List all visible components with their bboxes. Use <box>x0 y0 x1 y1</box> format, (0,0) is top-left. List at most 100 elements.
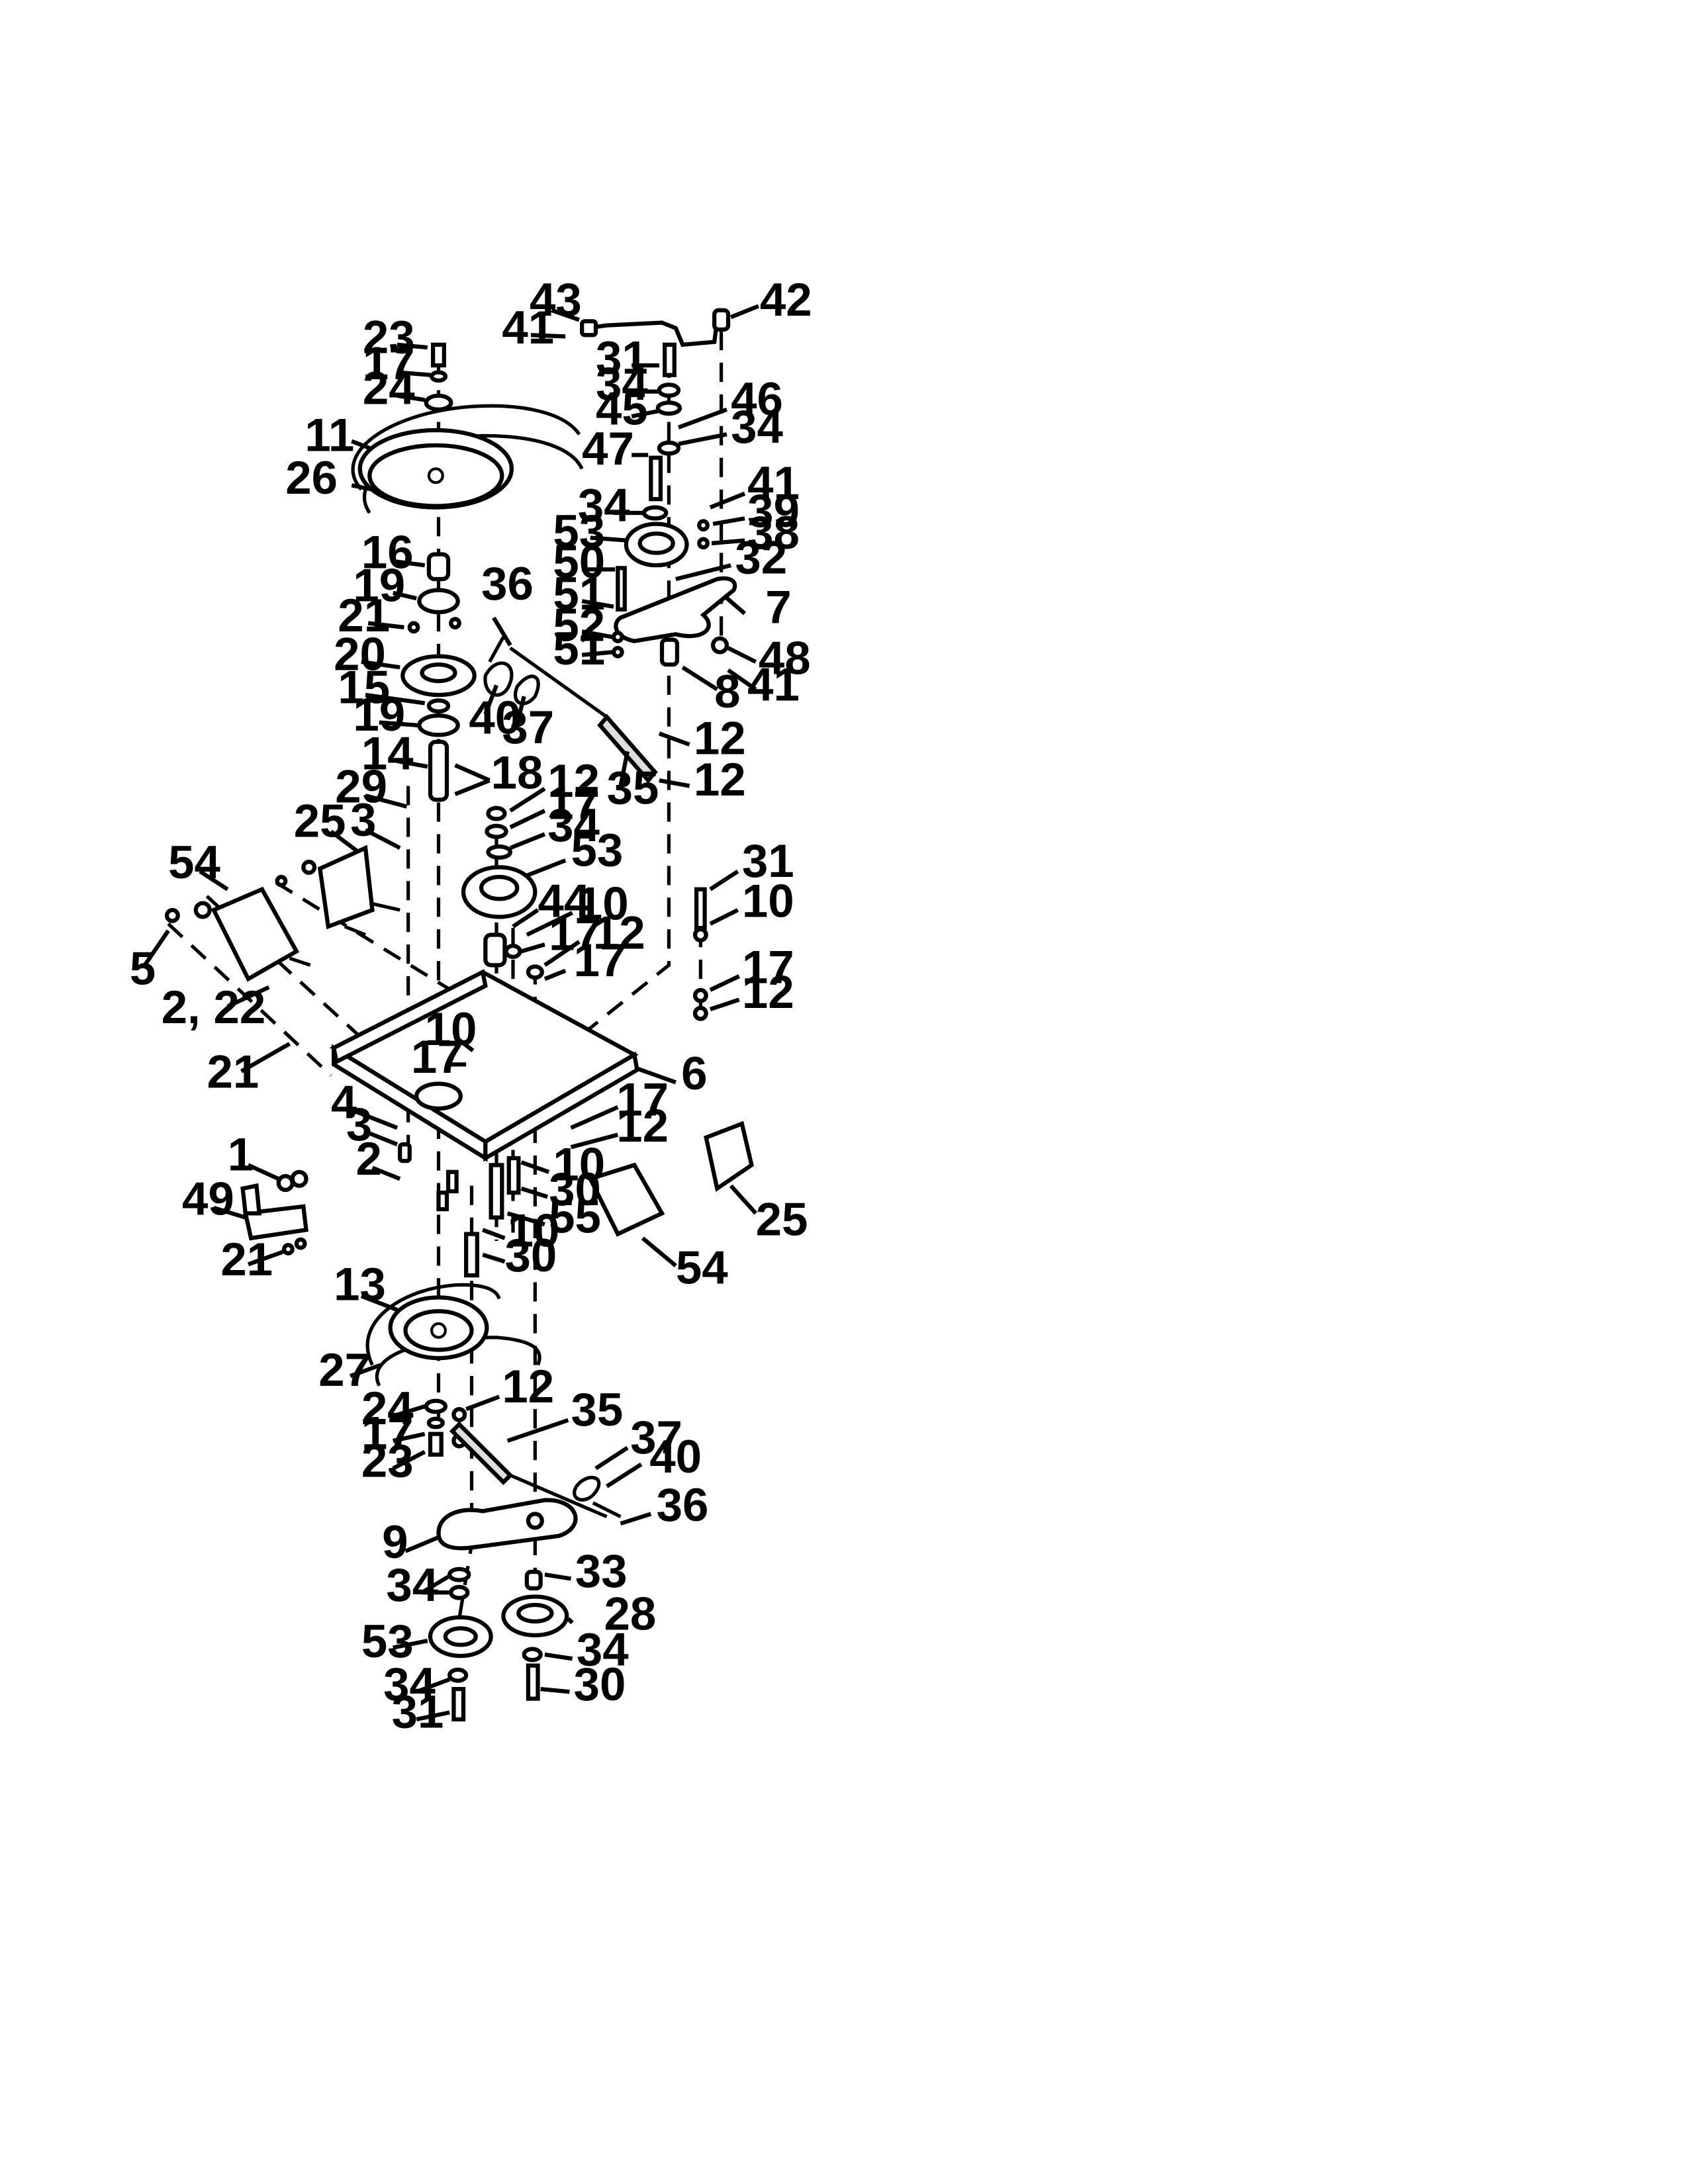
callout-24: 24 <box>363 362 415 414</box>
callout-41: 41 <box>502 302 554 354</box>
callout-49: 49 <box>182 1173 234 1225</box>
callout-50: 50 <box>553 536 605 588</box>
bottom-pulleys <box>428 1567 569 1722</box>
bracket-25-right <box>704 1120 754 1193</box>
spacer-44 <box>483 933 507 968</box>
callout-32: 32 <box>735 532 787 584</box>
callout-17g: 17 <box>616 1073 669 1126</box>
callout-9: 9 <box>382 1516 408 1569</box>
callout-41c: 41 <box>747 659 800 711</box>
callout-55: 55 <box>549 1191 601 1243</box>
callout-10: 10 <box>577 878 629 931</box>
callout-17c: 17 <box>549 908 601 960</box>
callout-17f: 17 <box>411 1031 463 1083</box>
bracket-54-right <box>587 1162 665 1237</box>
callout-6: 6 <box>681 1048 707 1100</box>
callout-23: 23 <box>363 311 415 363</box>
callout-28: 28 <box>604 1588 657 1641</box>
spring-assembly-lower <box>436 1407 622 1591</box>
callout-37b: 37 <box>630 1412 682 1464</box>
leader-lines <box>143 304 759 1721</box>
callout-31: 31 <box>596 332 648 385</box>
bracket-25-left <box>317 844 375 930</box>
shaft-14 <box>428 739 449 802</box>
spindle-stack <box>400 552 477 802</box>
callout-17e: 17 <box>742 941 794 993</box>
callout-46: 46 <box>731 373 783 426</box>
callout-25: 25 <box>294 796 346 848</box>
callout-5: 5 <box>130 943 156 995</box>
callout-53c: 53 <box>361 1615 414 1668</box>
left-brackets <box>164 844 400 982</box>
callout-17: 17 <box>363 338 415 390</box>
idler-arm-7 <box>614 576 737 643</box>
callout-20: 20 <box>334 628 386 680</box>
callout-34c: 34 <box>578 480 630 532</box>
callout-51: 51 <box>553 568 605 620</box>
callout-43: 43 <box>530 274 582 326</box>
callout-12e: 12 <box>742 966 794 1019</box>
callout-14: 14 <box>361 728 414 780</box>
callout-17d: 17 <box>574 934 626 987</box>
callout-12d: 12 <box>593 907 645 959</box>
callout-12g: 12 <box>502 1361 554 1413</box>
callout-15: 15 <box>338 662 390 714</box>
callout-21b: 21 <box>207 1046 259 1099</box>
callout-39: 39 <box>747 485 800 537</box>
callout-30b: 30 <box>505 1230 557 1282</box>
callout-53: 53 <box>553 506 605 558</box>
bolt-55 <box>489 1163 504 1220</box>
callout-54: 54 <box>168 837 220 889</box>
bolt-23 <box>431 342 446 368</box>
callout-48: 48 <box>759 633 811 685</box>
callout-2: 2 <box>356 1133 382 1185</box>
callout-33: 33 <box>575 1545 628 1598</box>
callout-7: 7 <box>765 582 791 634</box>
callout-12c: 12 <box>547 755 600 807</box>
callout-40b: 40 <box>649 1431 702 1483</box>
callout-2-22: 2, 22 <box>162 981 266 1034</box>
drive-pulley-top <box>351 342 584 514</box>
spacer-16 <box>426 552 451 582</box>
callout-44: 44 <box>538 875 590 927</box>
callout-12b: 12 <box>694 754 746 806</box>
callout-36: 36 <box>481 558 534 610</box>
link-rod <box>580 308 731 347</box>
callout-30: 30 <box>549 1163 601 1216</box>
callout-29: 29 <box>335 761 387 813</box>
bolt-47 <box>649 455 663 502</box>
callout-10c: 10 <box>425 1003 477 1056</box>
callout-36b: 36 <box>657 1479 709 1531</box>
callout-34f: 34 <box>577 1624 629 1676</box>
callout-12: 12 <box>694 713 746 765</box>
callout-53b: 53 <box>571 824 624 876</box>
callout-23b: 23 <box>361 1435 414 1487</box>
callout-21: 21 <box>338 590 390 642</box>
spacer-8 <box>659 637 680 667</box>
bolt-31-top <box>663 342 677 377</box>
callout-34d: 34 <box>547 799 600 852</box>
callout-18: 18 <box>491 747 543 799</box>
callout-41b: 41 <box>747 457 800 510</box>
callout-10e: 10 <box>508 1205 560 1257</box>
callout-3: 3 <box>350 794 376 846</box>
callout-13: 13 <box>334 1259 386 1311</box>
callout-4: 4 <box>331 1077 357 1129</box>
idler-pulley-53-middle <box>461 805 544 980</box>
callout-35b: 35 <box>571 1384 624 1436</box>
callout-42: 42 <box>760 274 812 326</box>
bolt-30-mid <box>464 1232 479 1278</box>
bracket-49 <box>240 1169 308 1255</box>
callout-8: 8 <box>714 666 740 718</box>
callout-10d: 10 <box>553 1138 605 1191</box>
callout-47: 47 <box>582 423 634 475</box>
callout-19b: 19 <box>353 689 405 741</box>
spring-35-upper <box>597 713 658 784</box>
collar-15 <box>426 698 451 714</box>
callout-3b: 3 <box>346 1099 372 1151</box>
callout-26: 26 <box>285 452 338 504</box>
callout-31c: 31 <box>392 1686 444 1738</box>
callout-21c: 21 <box>220 1234 273 1286</box>
callout-1: 1 <box>228 1129 254 1181</box>
